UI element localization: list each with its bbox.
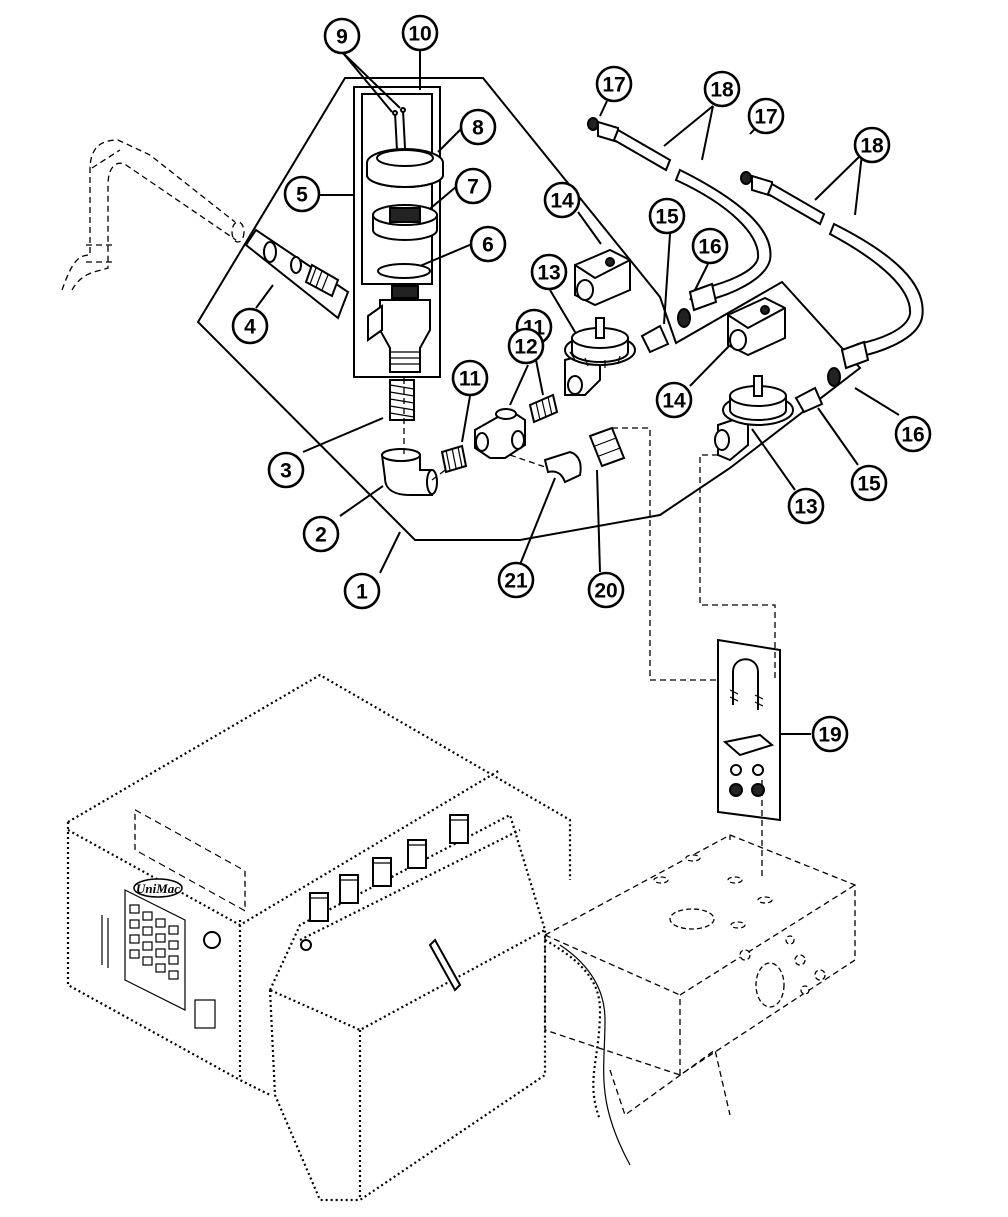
callout-16a: 16 xyxy=(691,227,729,265)
callout-21: 21 xyxy=(497,561,535,599)
svg-text:7: 7 xyxy=(467,176,479,199)
street-elbow xyxy=(543,450,582,484)
svg-text:1: 1 xyxy=(356,581,368,604)
callout-5: 5 xyxy=(283,175,321,213)
callout-14b: 14 xyxy=(655,381,693,419)
svg-text:17: 17 xyxy=(602,74,625,97)
svg-text:16: 16 xyxy=(901,424,924,447)
svg-text:12: 12 xyxy=(514,336,537,359)
svg-text:6: 6 xyxy=(482,234,494,257)
hose-right xyxy=(740,171,924,370)
svg-text:17: 17 xyxy=(754,106,777,129)
svg-text:21: 21 xyxy=(504,570,528,593)
valve-right xyxy=(714,375,794,462)
fitting-kit-box xyxy=(244,228,350,320)
hose-connectors xyxy=(640,308,841,414)
breaker-top-kit-box xyxy=(361,93,433,285)
svg-text:4: 4 xyxy=(244,316,256,339)
hose-left xyxy=(587,117,772,312)
callout-2: 2 xyxy=(302,515,340,553)
callout-17a: 17 xyxy=(595,65,633,103)
mounting-box xyxy=(544,834,856,1117)
svg-text:15: 15 xyxy=(655,206,679,229)
solenoid-right xyxy=(727,296,786,357)
dispenser-caps xyxy=(309,814,469,922)
long-nipple xyxy=(588,426,626,468)
callout-4: 4 xyxy=(231,307,269,345)
svg-text:15: 15 xyxy=(857,473,881,496)
svg-text:2: 2 xyxy=(315,524,327,547)
solenoid-left xyxy=(574,248,631,307)
callout-12: 12 xyxy=(507,327,545,365)
callout-15a: 15 xyxy=(648,197,686,235)
routing-lines xyxy=(403,378,776,880)
callout-8: 8 xyxy=(459,108,497,146)
callout-20: 20 xyxy=(587,571,625,609)
svg-text:20: 20 xyxy=(594,580,617,603)
callout-15b: 15 xyxy=(850,464,888,502)
svg-text:13: 13 xyxy=(794,496,817,519)
callout-18a: 18 xyxy=(703,70,741,108)
svg-text:13: 13 xyxy=(537,262,560,285)
hose-routing-lines xyxy=(544,939,631,1166)
breaker-pins xyxy=(392,107,406,151)
callout-7: 7 xyxy=(454,167,492,205)
breaker-float xyxy=(372,204,438,241)
breaker-cap xyxy=(366,148,444,188)
callout-14a: 14 xyxy=(543,181,581,219)
mounting-box-holes xyxy=(653,854,826,1008)
valve-left xyxy=(564,317,636,396)
short-nipples xyxy=(440,393,559,474)
callout-6: 6 xyxy=(469,225,507,263)
svg-text:16: 16 xyxy=(698,236,721,259)
svg-text:10: 10 xyxy=(408,23,431,46)
callout-9: 9 xyxy=(323,17,361,55)
breaker-body xyxy=(367,285,431,373)
control-panel xyxy=(101,889,221,1029)
callout-13b: 13 xyxy=(787,487,825,525)
kit-outline xyxy=(196,77,862,541)
svg-text:18: 18 xyxy=(710,79,734,102)
svg-text:3: 3 xyxy=(280,460,292,483)
svg-text:5: 5 xyxy=(296,184,308,207)
o-ring xyxy=(377,263,431,279)
callout-18b: 18 xyxy=(853,126,891,164)
callout-17b: 17 xyxy=(747,97,785,135)
callout-3: 3 xyxy=(267,451,305,489)
vacuum-breaker-kit-box xyxy=(353,86,441,378)
brand-logo: UniMac xyxy=(133,878,183,898)
tee-fitting xyxy=(474,408,526,459)
callout-11a: 11 xyxy=(451,359,489,397)
callout-1: 1 xyxy=(343,572,381,610)
svg-text:18: 18 xyxy=(860,135,884,158)
fitting-kit-parts xyxy=(263,241,340,298)
callout-10: 10 xyxy=(401,14,439,52)
elbow-fitting xyxy=(380,448,438,496)
supply-dispenser xyxy=(268,813,547,1202)
u-bolt-kit xyxy=(717,638,781,822)
svg-text:11: 11 xyxy=(459,368,482,391)
svg-text:8: 8 xyxy=(472,117,484,140)
svg-text:14: 14 xyxy=(662,390,686,413)
nipple-fitting xyxy=(389,379,415,421)
callout-13a: 13 xyxy=(530,253,568,291)
callout-19: 19 xyxy=(811,715,849,753)
callout-16b: 16 xyxy=(894,415,932,453)
leader-lines xyxy=(255,50,900,735)
background-pipe xyxy=(61,139,245,291)
brand-logo-text: UniMac xyxy=(136,881,180,896)
svg-text:9: 9 xyxy=(336,26,348,49)
svg-text:14: 14 xyxy=(550,190,574,213)
svg-text:19: 19 xyxy=(818,724,841,747)
machine-body: UniMac xyxy=(66,673,572,1096)
